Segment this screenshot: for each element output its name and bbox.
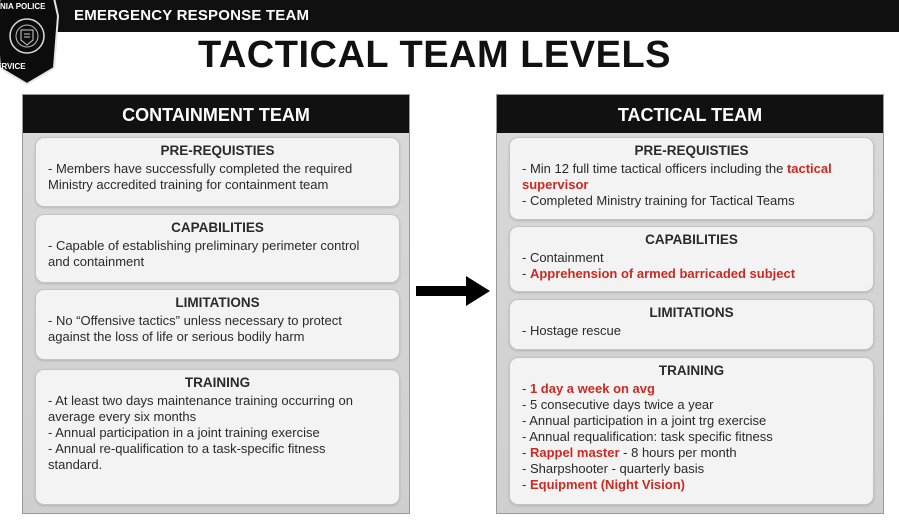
- card-line: - Equipment (Night Vision): [522, 477, 865, 493]
- card-line: - Sharpshooter - quarterly basis: [522, 461, 705, 476]
- line-text: - 8 hours per month: [619, 445, 737, 460]
- card-title: CAPABILITIES: [171, 220, 264, 235]
- card-line: - 5 consecutive days twice a year: [522, 397, 714, 412]
- highlight-text: 1 day a week on avg: [529, 381, 655, 396]
- line-dash: -: [522, 266, 530, 281]
- badge-top-text: NIA POLICE: [0, 2, 46, 11]
- line-dash: -: [522, 445, 530, 460]
- card-line: Ministry accredited training for contain…: [48, 177, 329, 192]
- highlight-text: Equipment (Night Vision): [529, 477, 685, 492]
- highlight-text: supervisor: [522, 177, 589, 192]
- card-line: standard.: [48, 457, 103, 472]
- tactical-prereq-card: PRE-REQUISTIES - Min 12 full time tactic…: [509, 137, 874, 220]
- containment-team-header: CONTAINMENT TEAM: [23, 95, 409, 133]
- line-dash: -: [522, 477, 530, 492]
- card-title: PRE-REQUISTIES: [634, 143, 749, 158]
- right-arrow-icon: [416, 276, 490, 306]
- highlight-text: Apprehension of armed barricaded subject: [529, 266, 796, 281]
- card-line: - Annual participation in a joint trg ex…: [522, 413, 767, 428]
- highlight-text: Rappel master: [529, 445, 620, 460]
- card-line: - 1 day a week on avg: [522, 381, 865, 397]
- top-banner: EMERGENCY RESPONSE TEAM: [0, 0, 899, 32]
- card-line: - Members have successfully completed th…: [48, 161, 353, 176]
- card-title: TRAINING: [184, 375, 251, 390]
- card-line: - Apprehension of armed barricaded subje…: [522, 266, 865, 282]
- tactical-capabilities-card: CAPABILITIES - Containment - Apprehensio…: [509, 226, 874, 292]
- card-line: - No “Offensive tactics” unless necessar…: [48, 313, 342, 328]
- card-line: against the loss of life or serious bodi…: [48, 329, 305, 344]
- card-title: LIMITATIONS: [649, 305, 734, 320]
- tactical-team-panel: TACTICAL TEAM PRE-REQUISTIES - Min 12 fu…: [496, 94, 884, 514]
- banner-title: EMERGENCY RESPONSE TEAM: [74, 7, 310, 24]
- card-title: LIMITATIONS: [175, 295, 260, 310]
- containment-training-card: TRAINING - At least two days maintenance…: [35, 369, 400, 505]
- card-line: - At least two days maintenance training…: [48, 393, 353, 408]
- card-line: - Completed Ministry training for Tactic…: [522, 193, 795, 208]
- tactical-training-card: TRAINING - 1 day a week on avg - 5 conse…: [509, 357, 874, 505]
- page-title: TACTICAL TEAM LEVELS: [197, 34, 672, 76]
- card-line: - Capable of establishing preliminary pe…: [48, 238, 360, 253]
- card-line: - Annual requalification: task specific …: [522, 429, 773, 444]
- tactical-team-header: TACTICAL TEAM: [497, 95, 883, 133]
- card-line: average every six months: [48, 409, 197, 424]
- card-line: - Containment: [522, 250, 604, 265]
- tactical-limitations-card: LIMITATIONS - Hostage rescue: [509, 299, 874, 350]
- line-text: - Min 12 full time tactical officers inc…: [522, 161, 787, 176]
- containment-prereq-card: PRE-REQUISTIES - Members have successful…: [35, 137, 400, 207]
- highlight-text: tactical: [786, 161, 832, 176]
- card-line: and containment: [48, 254, 145, 269]
- line-dash: -: [522, 381, 530, 396]
- card-title: TRAINING: [658, 363, 725, 378]
- card-line: - Min 12 full time tactical officers inc…: [522, 161, 865, 177]
- containment-team-panel: CONTAINMENT TEAM PRE-REQUISTIES - Member…: [22, 94, 410, 514]
- card-line: - Hostage rescue: [522, 323, 621, 338]
- card-line: - Annual participation in a joint traini…: [48, 425, 320, 440]
- card-title: PRE-REQUISTIES: [160, 143, 275, 158]
- containment-capabilities-card: CAPABILITIES - Capable of establishing p…: [35, 214, 400, 283]
- containment-limitations-card: LIMITATIONS - No “Offensive tactics” unl…: [35, 289, 400, 360]
- card-line: - Rappel master - 8 hours per month: [522, 445, 865, 461]
- card-line: - Annual re-qualification to a task-spec…: [48, 441, 326, 456]
- card-title: CAPABILITIES: [645, 232, 738, 247]
